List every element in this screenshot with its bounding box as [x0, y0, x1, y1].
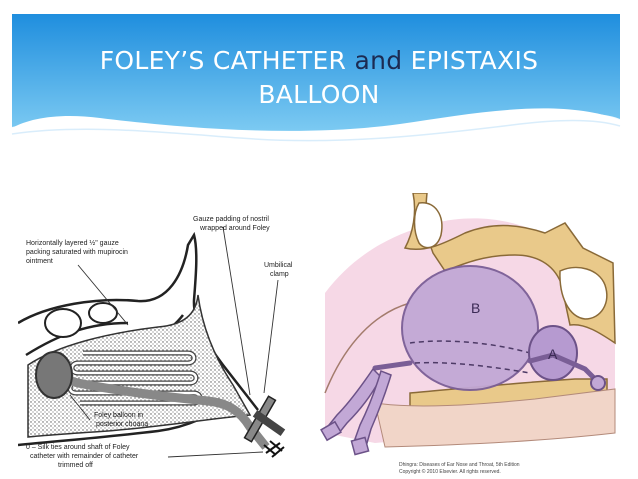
umbilical-clamp — [243, 395, 286, 443]
title-and: and — [354, 46, 403, 75]
label-packing-3: ointment — [26, 258, 53, 265]
foley-balloon — [35, 351, 73, 399]
label-clamp-2: clamp — [270, 271, 289, 278]
slide-title: FOLEY’S CATHETER and EPISTAXIS BALLOON — [0, 44, 638, 112]
header-banner — [11, 14, 621, 142]
label-balloon-1: Foley balloon in — [94, 412, 143, 419]
label-gauze-2: wrapped around Foley — [199, 225, 270, 232]
inflation-ports — [320, 367, 392, 456]
label-b: B — [471, 300, 480, 316]
label-gauze-1: Gauze padding of nostril — [193, 216, 269, 223]
label-balloon-2: posterior choana — [96, 421, 148, 428]
label-a: A — [548, 346, 558, 362]
foley-packing-diagram: Gauze padding of nostril wrapped around … — [18, 216, 293, 469]
title-part2: EPISTAXIS — [410, 46, 539, 75]
title-line2: BALLOON — [258, 80, 380, 109]
balloon-b — [401, 265, 539, 391]
label-packing-2: packing saturated with mupirocin — [26, 249, 128, 256]
catheter-stem — [372, 352, 600, 384]
label-clamp-1: Umbilical — [264, 262, 293, 269]
foley-catheter-tube — [56, 372, 270, 450]
nasal-outline — [324, 302, 411, 394]
catheter-tip — [590, 375, 606, 391]
soft-palate — [374, 388, 616, 448]
label-ties-3: trimmed off — [58, 462, 93, 469]
sinus-cavity — [413, 202, 443, 249]
sinus-cavity — [559, 266, 608, 320]
credit-line-2: Copyright © 2010 Elsevier. All rights re… — [399, 468, 501, 475]
label-ties-1: 0 – Silk ties around shaft of Foley — [26, 444, 130, 451]
sinus-shape — [88, 302, 118, 324]
sinus-shape — [44, 308, 82, 338]
credit-line-1: Dhingra: Diseases of Ear Nose and Throat… — [399, 462, 520, 468]
label-ties-2: catheter with remainder of catheter — [30, 453, 139, 460]
epistaxis-balloon-diagram: B A Dhingra: Diseases of Ear Nose and Th… — [320, 193, 616, 475]
title-part1: FOLEY’S CATHETER — [99, 46, 347, 75]
label-packing-1: Horizontally layered ½" gauze — [26, 239, 119, 247]
silk-ties — [263, 440, 285, 458]
